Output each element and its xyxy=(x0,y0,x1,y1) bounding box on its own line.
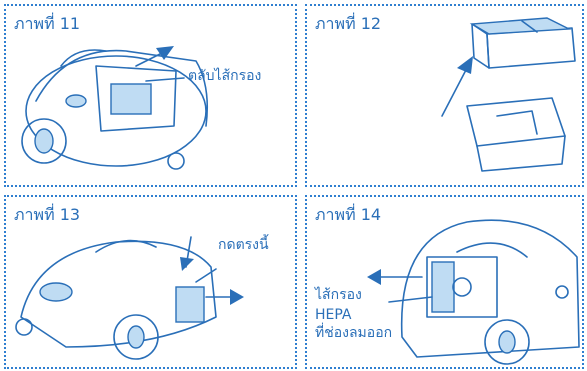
air-outlet-label: ที่ช่องลมออก xyxy=(315,325,393,341)
figure-11-caption: ภาพที่ 11 xyxy=(14,14,81,33)
vacuum-cartridge-illustration xyxy=(21,46,209,170)
figure-13-panel: ภาพที่ 13 กดตรงนี้ xyxy=(4,195,297,369)
cartridge-label: ตลับไส้กรอง xyxy=(188,68,262,84)
figure-11-panel: ภาพที่ 11 ตลับไส้กรอง xyxy=(4,4,297,187)
press-here-label: กดตรงนี้ xyxy=(218,237,269,253)
figure-12-panel: ภาพที่ 12 xyxy=(305,4,584,187)
figure-14-caption: ภาพที่ 14 xyxy=(315,205,382,224)
figure-12-caption: ภาพที่ 12 xyxy=(315,14,382,33)
filter-label: ไส้กรอง xyxy=(315,287,362,303)
filter-box-illustration xyxy=(441,17,576,172)
hepa-filter-illustration xyxy=(367,219,580,365)
hepa-label: HEPA xyxy=(315,307,352,323)
figure-13-caption: ภาพที่ 13 xyxy=(14,205,81,224)
figure-14-panel: ภาพที่ 14 ไส้กรอง HEPA ที่ช่องลมออก xyxy=(305,195,584,369)
vacuum-press-illustration xyxy=(15,236,244,360)
